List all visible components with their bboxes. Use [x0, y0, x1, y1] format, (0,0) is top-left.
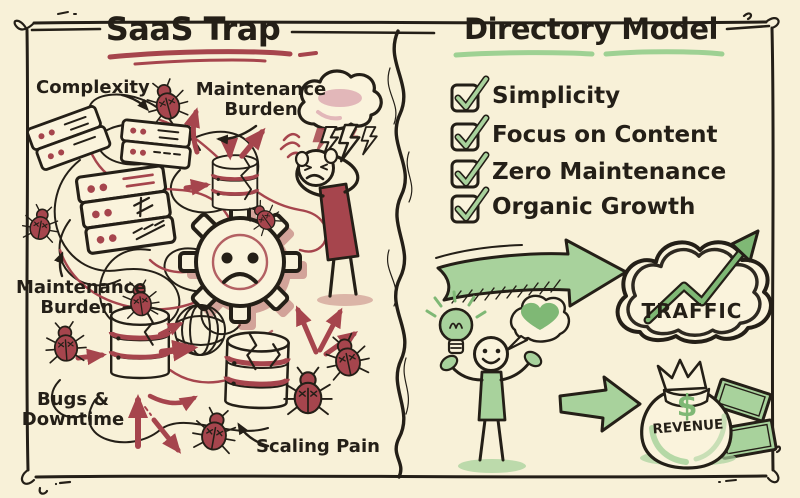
- traffic-label: TRAFFIC: [641, 299, 743, 323]
- server-stack-right: [119, 118, 192, 170]
- panel-divider: [387, 29, 413, 479]
- checkbox-checked: [450, 75, 490, 113]
- dollar-sign: $: [676, 389, 698, 424]
- left-panel-title: SaaS Trap: [105, 10, 281, 48]
- lightbulb-icon: [425, 290, 487, 355]
- label-maintenance-burden-top: Maintenance Burden: [195, 79, 327, 121]
- database-bottom-center: [223, 330, 291, 411]
- right-panel-title: Directory Model: [464, 12, 718, 46]
- label-complexity: Complexity: [36, 77, 150, 98]
- checkbox-checked: [450, 114, 490, 152]
- money-bag-icon: [640, 358, 736, 470]
- traffic-cloud-icon: [615, 229, 773, 344]
- title-rules: [30, 24, 771, 35]
- gear-sad-face: [178, 200, 307, 330]
- bug-icon: [189, 404, 241, 455]
- server-stack-center: [74, 164, 177, 255]
- checklist-item-label: Organic Growth: [492, 194, 696, 220]
- database-cracked-top: [210, 154, 260, 211]
- label-bugs-downtime: Bugs & Downtime: [21, 389, 125, 431]
- checklist-item-label: Simplicity: [492, 83, 621, 109]
- happy-figure: [439, 336, 543, 473]
- database-top-arrows: [183, 107, 266, 196]
- server-stack-left: [26, 105, 112, 171]
- heart-thought-bubble: [505, 294, 571, 352]
- bug-icon: [283, 366, 333, 416]
- storm-cloud-icon: [297, 69, 383, 163]
- saas-title-underline: [107, 49, 318, 66]
- checkbox-checked: [450, 151, 490, 189]
- cash-icon: [711, 377, 778, 460]
- checklist-checkboxes: [450, 75, 490, 224]
- label-arrows: [54, 93, 270, 448]
- checklist-item-label: Zero Maintenance: [492, 159, 727, 185]
- checklist-item-label: Focus on Content: [492, 122, 718, 148]
- label-scaling-pain: Scaling Pain: [256, 436, 380, 457]
- big-green-arrow: [435, 238, 628, 308]
- checkbox-checked: [450, 186, 490, 224]
- stressed-figure: [294, 147, 373, 306]
- directory-title-underline: [453, 49, 725, 58]
- label-maintenance-burden-left: Maintenance Burden: [16, 277, 147, 319]
- small-green-arrow: [558, 375, 642, 433]
